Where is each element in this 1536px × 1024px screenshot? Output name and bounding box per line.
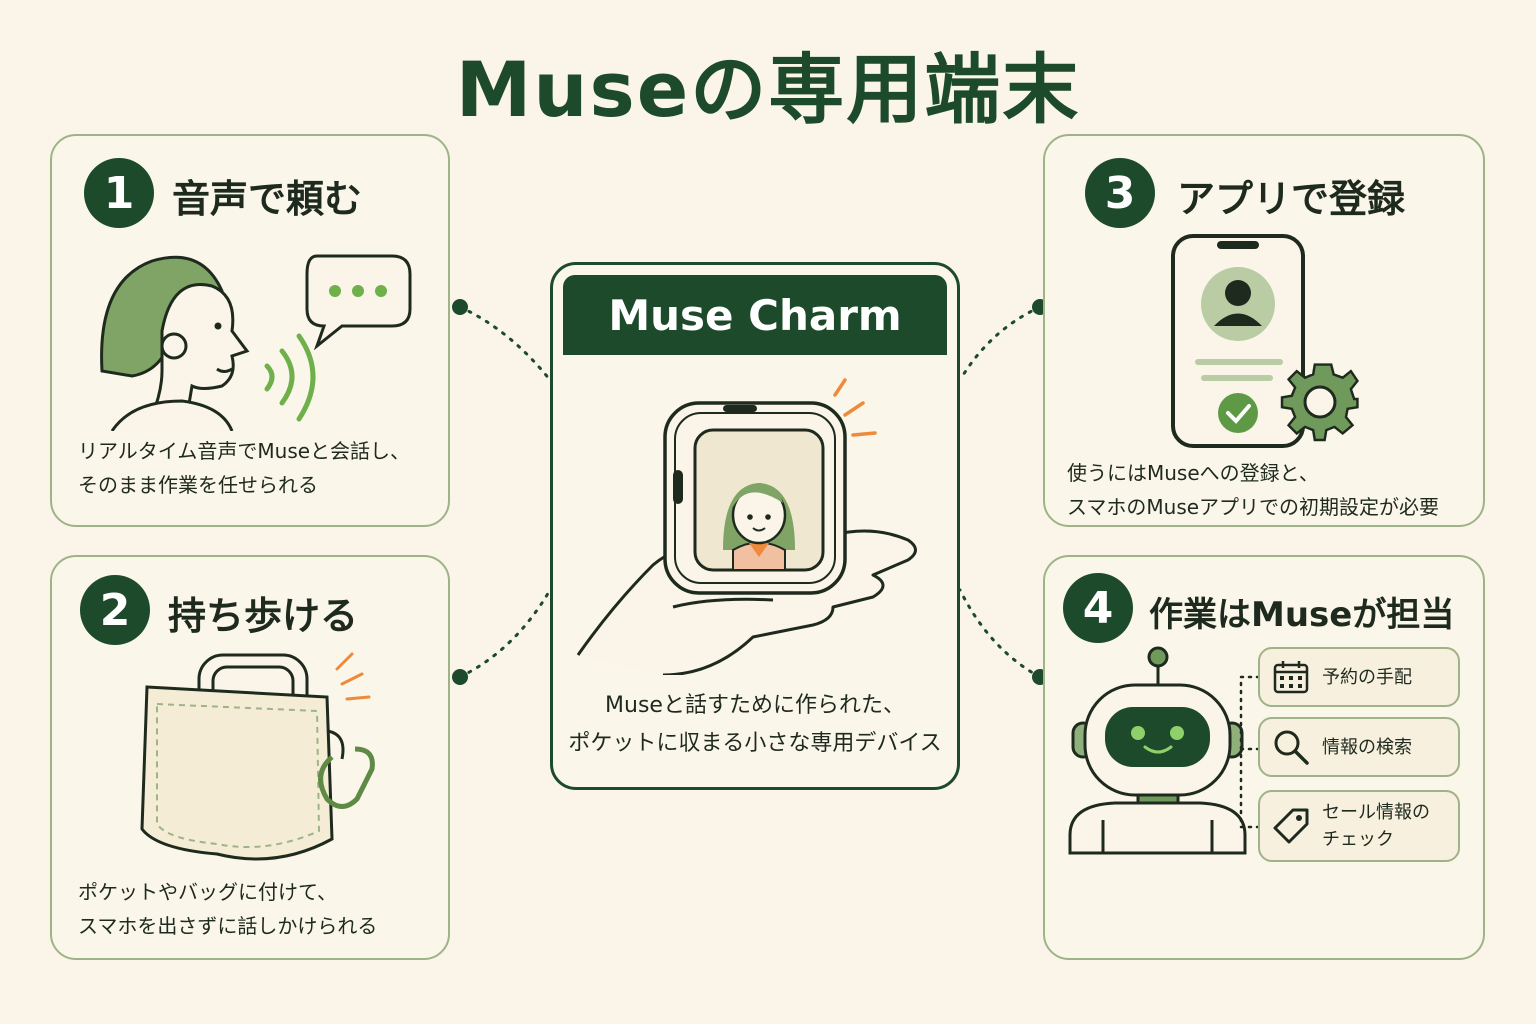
step-number-2: 2 [80, 575, 150, 645]
search-icon [1274, 730, 1309, 765]
speaking-person-illustration [100, 254, 412, 431]
hand-holding-device-illustration [576, 378, 917, 675]
card-voice: 1 音声で頼む リアルタイム音声でMuseと会話し、 そのまま作業を任せられる [50, 134, 450, 527]
card-title-app-register: アプリで登録 [1177, 177, 1406, 221]
card-desc-app-register: 使うにはMuseへの登録と、 スマホのMuseアプリでの初期設定が必要 [1067, 461, 1440, 519]
card-portable: 2 持ち歩ける ポケットやバッグに付けて、 スマホを出さずに話しかけられる [50, 555, 450, 960]
step-number-1: 1 [84, 158, 154, 228]
center-device-card: Muse Charm Museと話すために作られた、 ポケットに収まる小さな専用… [550, 262, 960, 790]
card-app-register: 3 アプリで登録 使うにはMuseへの登録と、 スマホのMuseアプリでの初期設… [1043, 134, 1485, 527]
card-title-voice: 音声で頼む [172, 177, 363, 221]
step-number-4: 4 [1063, 573, 1133, 643]
device-description: Museと話すために作られた、 ポケットに収まる小さな専用デバイス [568, 693, 942, 756]
calendar-icon [1273, 661, 1309, 694]
card-title-portable: 持ち歩ける [168, 594, 359, 638]
device-name-header: Muse Charm [563, 275, 947, 355]
tag-icon [1273, 808, 1309, 844]
card-desc-portable: ポケットやバッグに付けて、 スマホを出さずに話しかけられる [78, 880, 378, 938]
task-connector-lines [1239, 675, 1261, 829]
card-desc-voice: リアルタイム音声でMuseと会話し、 そのまま作業を任せられる [78, 439, 411, 497]
bag-with-device-illustration [140, 652, 375, 861]
task-search: 情報の検索 [1258, 717, 1460, 777]
step-number-3: 3 [1085, 158, 1155, 228]
card-title-tasks: 作業はMuseが担当 [1149, 595, 1455, 635]
smartphone-settings-illustration [1171, 234, 1359, 448]
task-reservation: 予約の手配 [1258, 647, 1460, 707]
task-sale-check: セール情報の チェック [1258, 790, 1460, 862]
page-title: Museの専用端末 [455, 45, 1081, 134]
robot-illustration [1068, 646, 1247, 855]
